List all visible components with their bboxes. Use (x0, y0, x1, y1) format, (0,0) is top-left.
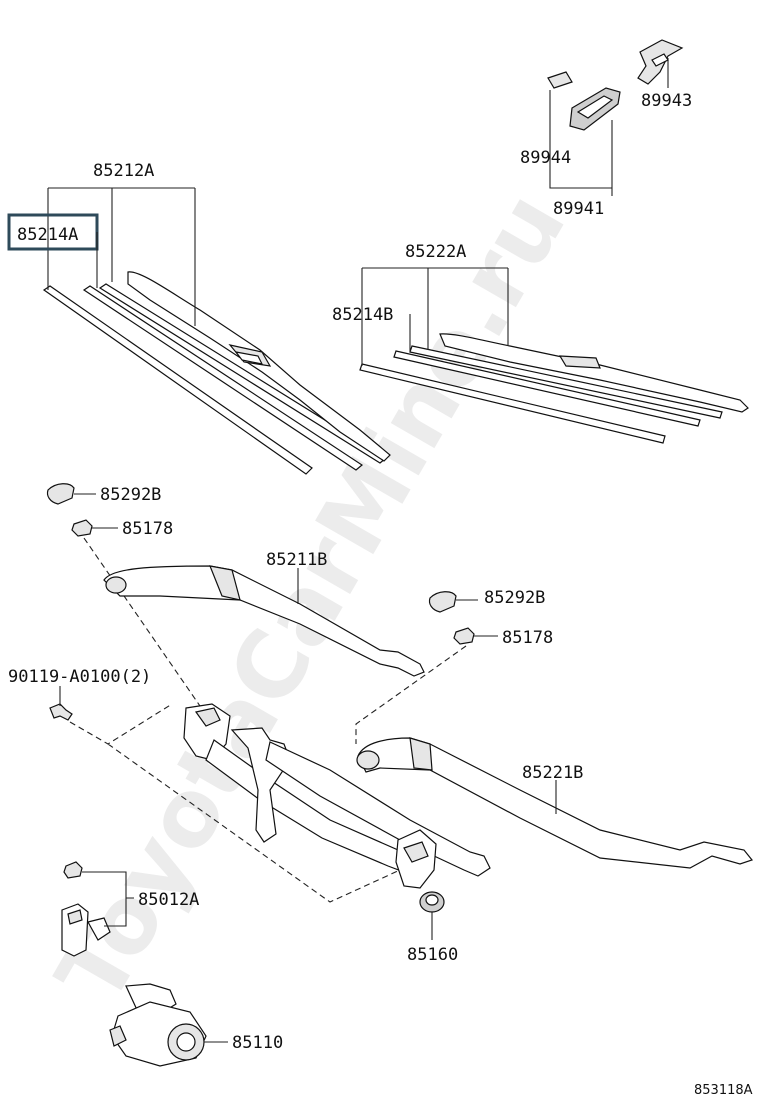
label-85012A[interactable]: 85012A (138, 890, 199, 910)
dash-bolt-frame (69, 703, 401, 903)
label-85222A[interactable]: 85222A (405, 242, 466, 262)
label-85214B[interactable]: 85214B (332, 305, 393, 325)
cap-left[interactable] (46, 483, 75, 505)
label-89941[interactable]: 89941 (553, 199, 604, 219)
dash-nut-to-arm-right (355, 645, 467, 744)
rear-wiper-blade[interactable] (359, 333, 749, 444)
label-85160[interactable]: 85160 (407, 945, 458, 965)
label-89943[interactable]: 89943 (641, 91, 692, 111)
cap-right[interactable] (428, 591, 457, 613)
leader-85222A (361, 267, 509, 366)
leader-89941 (549, 90, 613, 196)
label-85211B[interactable]: 85211B (266, 550, 327, 570)
label-85292B-right[interactable]: 85292B (484, 588, 545, 608)
wiper-arm-left[interactable] (103, 565, 425, 677)
label-85110[interactable]: 85110 (232, 1033, 283, 1053)
leader-85012A (82, 871, 134, 927)
wiper-linkage[interactable] (183, 703, 491, 889)
cover-89944[interactable] (547, 71, 621, 131)
label-90119-A0100[interactable]: 90119-A0100(2) (8, 667, 151, 687)
cover-89943[interactable] (637, 39, 684, 85)
nut-left[interactable] (71, 519, 93, 537)
label-85214A[interactable]: 85214A (17, 225, 78, 245)
diagram-code: 853118A (694, 1083, 753, 1098)
wiper-motor[interactable] (109, 983, 207, 1067)
link-85012A[interactable] (61, 861, 111, 957)
front-wiper-blade[interactable] (42, 271, 391, 475)
label-85178-right[interactable]: 85178 (502, 628, 553, 648)
label-85178-left[interactable]: 85178 (122, 519, 173, 539)
pivot-85160[interactable] (419, 891, 445, 913)
label-89944[interactable]: 89944 (520, 148, 571, 168)
wiper-arm-right[interactable] (356, 737, 754, 869)
label-85221B[interactable]: 85221B (522, 763, 583, 783)
bolt[interactable] (49, 703, 73, 721)
label-85212A[interactable]: 85212A (93, 161, 154, 181)
leader-85212A (47, 187, 196, 326)
dash-nut-to-pivot-left (83, 537, 201, 707)
nut-right[interactable] (453, 627, 475, 645)
label-85292B-left[interactable]: 85292B (100, 485, 161, 505)
